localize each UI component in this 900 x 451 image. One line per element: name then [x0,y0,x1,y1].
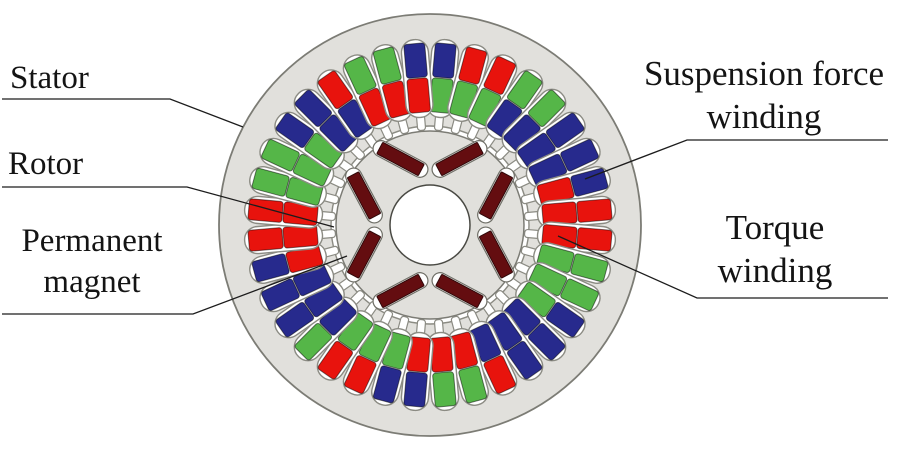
outer-winding-segment [576,227,613,252]
stator-leader-line [2,98,244,128]
permanent-magnet-bar [477,226,515,283]
rotor-pole-magnet-pair [477,167,515,283]
stator-slot [249,242,340,284]
stator-slot [293,289,366,362]
outer-winding-segment [506,340,543,380]
outer-winding-segment [344,56,377,95]
stator-slots-and-windings [243,38,617,412]
inner-winding-segment [406,77,431,114]
outer-winding-segment [527,89,566,128]
suspension-winding-label-line2: winding [706,97,822,136]
outer-winding-segment [506,70,543,110]
outer-winding-segment [344,355,377,394]
suspension-winding-label-line1: Suspension force [643,54,885,93]
stator-slot [466,309,518,396]
outer-winding-segment [372,46,402,85]
outer-winding-segment [560,139,599,172]
permanent-magnet-label-line1: Permanent [21,223,163,259]
stator-slot [243,195,337,229]
suspension-winding-leader-line [584,139,888,180]
torque-winding-leader-line [557,235,888,299]
stator-slot [466,54,518,141]
outer-winding-segment [294,322,333,361]
outer-winding-segment [545,112,585,149]
outer-winding-segment [317,340,354,380]
stator-slot [400,38,434,132]
outer-winding-segment [261,278,300,311]
shaft-hole [389,184,471,266]
outer-winding-segment [372,365,402,404]
outer-winding-segment [545,301,585,338]
torque-winding-label: Torque winding [655,206,895,292]
stator-slot [259,137,346,189]
permanent-magnet-bar [431,140,488,178]
permanent-magnet-bar [345,226,383,283]
stator-slot [494,88,567,161]
outer-winding-segment [458,365,488,404]
rotor-leader-line [2,186,335,228]
stator-slot [371,315,413,406]
permanent-magnet-bar [372,140,429,178]
outer-winding-segment [247,227,284,252]
stator-slot [447,315,489,406]
stator-slot [274,276,354,339]
permanent-magnet-bar [345,167,383,224]
permanent-magnet-bar [431,272,488,310]
stator-slot [481,69,544,149]
torque-winding-label-line2: winding [717,251,833,290]
rotor-pole-magnet-pair [345,167,383,283]
outer-winding-segment [570,167,609,197]
rotor-pole-magnet-pair [372,140,488,178]
stator-slot [506,111,586,174]
permanent-magnet-label: Permanent magnet [0,221,184,303]
stator-label: Stator [10,60,89,96]
permanent-magnet-bar [477,167,515,224]
outer-winding-segment [483,355,516,394]
outer-winding-segment [570,253,609,283]
outer-winding-segment [251,167,290,197]
stator-slot [426,318,460,412]
rotor-pole-magnet-pair [372,272,488,310]
outer-winding-segment [247,198,284,223]
permanent-magnet-label-line2: magnet [43,264,141,300]
outer-winding-segment [432,42,457,79]
outer-winding-segment [403,371,428,408]
permanent-magnets [345,140,515,310]
outer-winding-segment [317,70,354,110]
stator-slot [342,309,394,396]
permanent-magnet-leader-line [2,255,348,315]
outer-winding-segment [275,112,315,149]
outer-winding-segment [432,371,457,408]
stator-slot [523,195,617,229]
outer-winding-segment [483,56,516,95]
stator-slot [316,69,379,149]
torque-winding-label-line1: Torque [725,208,825,247]
permanent-magnet-bar [372,272,429,310]
outer-winding-segment [294,89,333,128]
outer-winding-segment [251,253,290,283]
rotor-label: Rotor [8,146,84,182]
suspension-force-winding-label: Suspension force winding [628,52,900,138]
outer-winding-segment [275,301,315,338]
stator-slot [243,221,337,255]
outer-winding-segment [527,322,566,361]
outer-winding-segment [560,278,599,311]
stator-slot [371,44,413,135]
leader-lines [2,98,888,315]
outer-winding-segment [261,139,300,172]
outer-winding-segment [458,46,488,85]
outer-winding-segment [403,42,428,79]
outer-winding-segment [576,198,613,223]
